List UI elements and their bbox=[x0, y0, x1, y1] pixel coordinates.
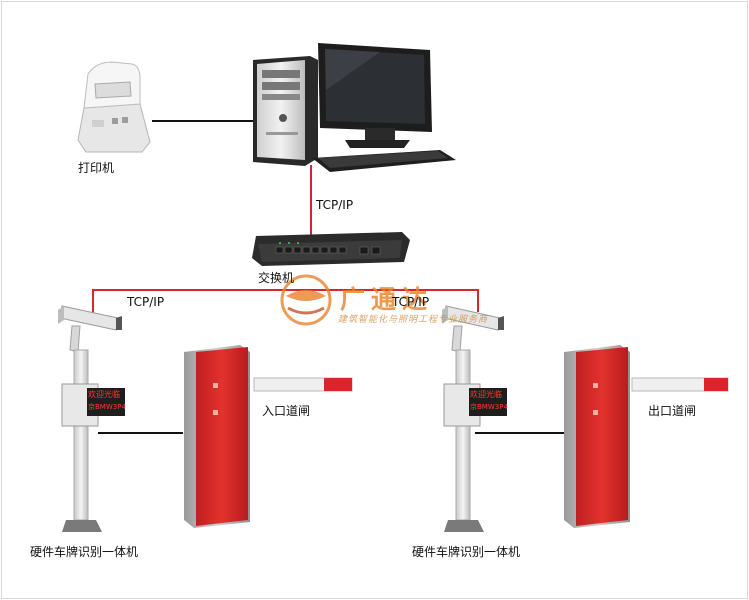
network-switch-icon bbox=[252, 232, 410, 266]
camera-icon-right bbox=[442, 305, 504, 353]
barrier-gate-icon bbox=[184, 345, 353, 528]
watermark-logo bbox=[280, 274, 332, 326]
printer-label: 打印机 bbox=[78, 161, 115, 175]
tcp-ip-label-right: TCP/IP bbox=[392, 295, 430, 309]
exit-barrier-label: 出口道闸 bbox=[648, 404, 697, 418]
tcp-ip-label-left: TCP/IP bbox=[127, 295, 165, 309]
led-display-line1: 欢迎光临 bbox=[88, 390, 120, 399]
switch-label: 交换机 bbox=[258, 271, 295, 285]
barrier-gate-icon-right bbox=[564, 345, 729, 528]
camera-icon bbox=[58, 305, 122, 353]
watermark-title: 广通达 bbox=[340, 285, 434, 314]
computer-icon bbox=[253, 43, 456, 172]
led-display-line2: 京BMW3P4 bbox=[88, 403, 125, 411]
entry-barrier-label: 入口道闸 bbox=[262, 404, 311, 418]
printer-icon bbox=[77, 61, 151, 153]
lpr-label-right: 硬件车牌识别一体机 bbox=[412, 545, 521, 559]
tcp-ip-label-vertical: TCP/IP bbox=[316, 198, 354, 212]
watermark-subtitle: 建筑智能化与照明工程专业服务商 bbox=[338, 315, 489, 325]
lpr-label-left: 硬件车牌识别一体机 bbox=[30, 545, 139, 559]
led-display-line2-right: 京BMW3P4 bbox=[470, 403, 507, 411]
led-display-line1-right: 欢迎光临 bbox=[470, 390, 502, 399]
lpr-unit-icon bbox=[61, 349, 125, 532]
lpr-unit-icon-right bbox=[443, 349, 507, 532]
